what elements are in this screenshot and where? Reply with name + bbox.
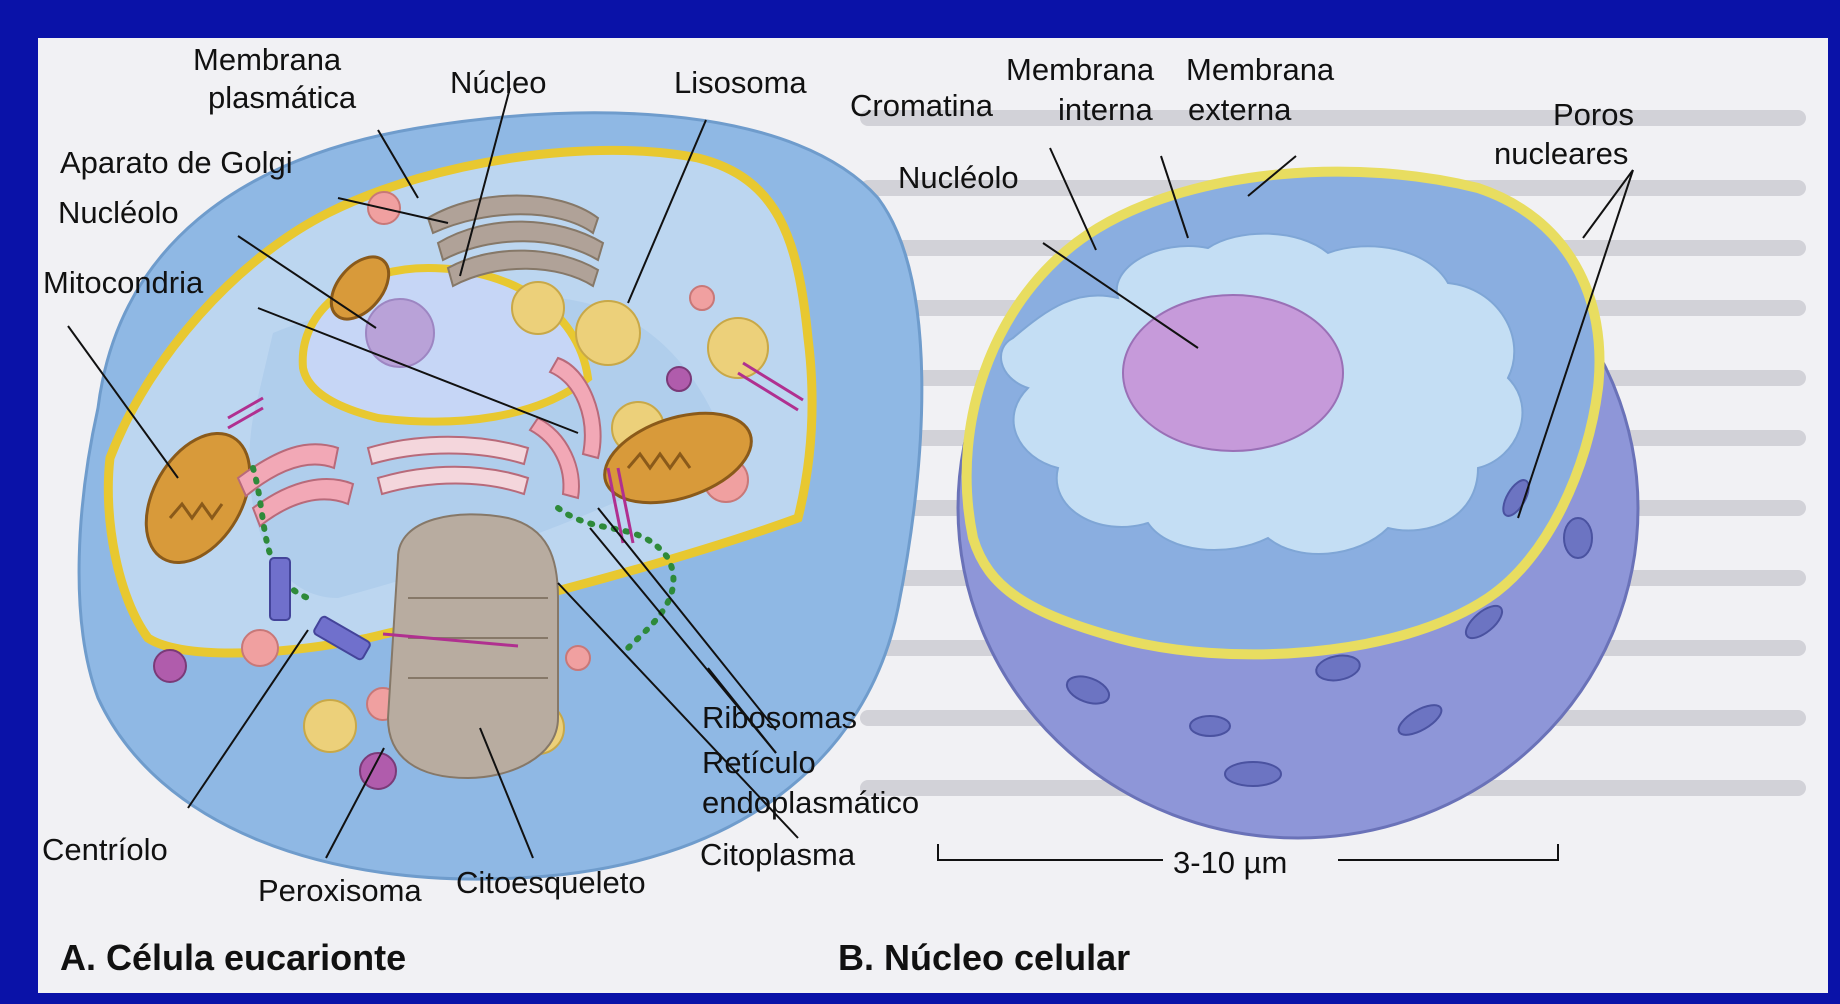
label-membrana-plasmatica-1: Membrana [193,42,342,77]
label-membrana-interna-2: interna [1058,92,1154,127]
label-membrana-interna-1: Membrana [1006,52,1155,87]
label-membrana-externa-2: externa [1188,92,1292,127]
label-poros-1: Poros [1553,97,1634,132]
nucleus-detail [958,172,1638,838]
label-centriolo: Centríolo [42,832,168,867]
label-aparato-golgi: Aparato de Golgi [60,145,293,180]
label-lisosoma: Lisosoma [674,65,807,100]
cytoskeleton-structure [388,514,558,778]
label-peroxisoma: Peroxisoma [258,873,422,908]
cell-diagram: Membrana plasmática Núcleo Lisosoma Apar… [38,38,1828,993]
label-citoesqueleto: Citoesqueleto [456,865,646,900]
label-reticulo-1: Retículo [702,745,816,780]
label-cromatina: Cromatina [850,88,994,123]
label-mitocondria: Mitocondria [43,265,204,300]
label-poros-2: nucleares [1494,136,1628,171]
panel-b-title: B. Núcleo celular [838,937,1130,978]
figure-panel: Membrana plasmática Núcleo Lisosoma Apar… [38,38,1828,993]
panel-a-title: A. Célula eucarionte [60,937,406,978]
label-nucleo: Núcleo [450,65,547,100]
label-membrana-externa-1: Membrana [1186,52,1335,87]
nucleolus [366,299,434,367]
label-nucleolo-a: Nucléolo [58,195,179,230]
label-reticulo-2: endoplasmático [702,785,919,820]
label-citoplasma: Citoplasma [700,837,856,872]
label-nucleolo-b: Nucléolo [898,160,1019,195]
label-ribosomas: Ribosomas [702,700,857,735]
scale-label: 3-10 µm [1173,845,1287,880]
label-membrana-plasmatica-2: plasmática [208,80,357,115]
